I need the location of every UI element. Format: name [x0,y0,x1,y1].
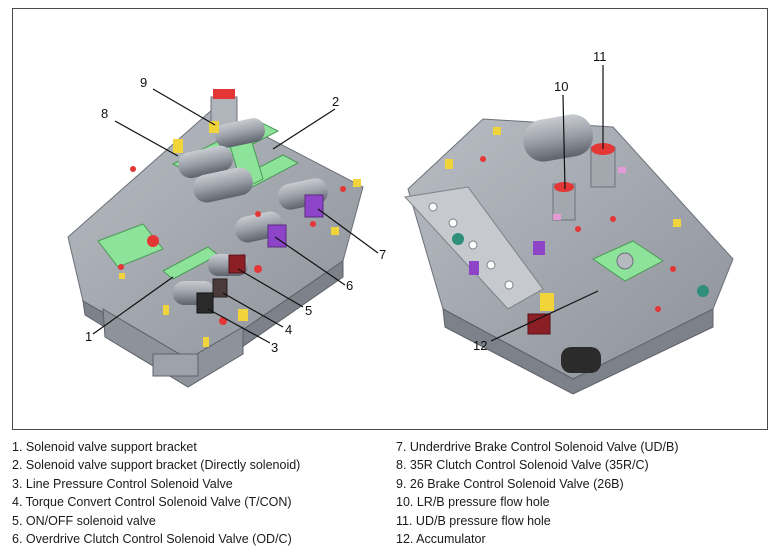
callout-6: 6 [346,278,353,293]
left-valve-body [67,89,364,388]
callout-2: 2 [332,94,339,109]
legend-item-10: 10. LR/B pressure flow hole [396,495,550,510]
leader-lines [92,65,604,344]
legend-item-7: 7. Underdrive Brake Control Solenoid Val… [396,440,679,454]
callout-4: 4 [285,322,292,337]
callout-12: 12 [473,338,487,353]
legend-item-5: 5. ON/OFF solenoid valve [12,513,156,528]
callout-7: 7 [379,247,386,262]
callout-11: 11 [593,49,607,64]
legend-item-8: 8. 35R Clutch Control Solenoid Valve (35… [396,458,649,473]
callout-8: 8 [101,106,108,121]
right-valve-body [404,114,734,395]
legend-right-column: 7. Underdrive Brake Control Solenoid Val… [396,438,679,548]
legend-left-column: 1. Solenoid valve support bracket 2. Sol… [12,438,300,548]
figure-frame: 1 2 3 4 5 6 7 8 9 10 11 12 [12,8,768,430]
legend-item-9: 9. 26 Brake Control Solenoid Valve (26B) [396,476,624,491]
callout-1: 1 [85,329,92,344]
callout-9: 9 [140,75,147,90]
callout-10: 10 [554,79,568,94]
callout-3: 3 [271,340,278,355]
legend-item-4: 4. Torque Convert Control Solenoid Valve… [12,495,292,510]
callout-labels: 1 2 3 4 5 6 7 8 9 10 11 12 [85,49,607,355]
callout-5: 5 [305,303,312,318]
legend-item-3: 3. Line Pressure Control Solenoid Valve [12,476,233,491]
legend-item-1: 1. Solenoid valve support bracket [12,440,197,454]
legend-item-6: 6. Overdrive Clutch Control Solenoid Val… [12,532,292,547]
valve-body-illustration: 1 2 3 4 5 6 7 8 9 10 11 12 [67,49,734,395]
legend-item-2: 2. Solenoid valve support bracket (Direc… [12,458,301,473]
legend-item-11: 11. UD/B pressure flow hole [396,513,551,528]
legend-item-12: 12. Accumulator [396,532,486,547]
solenoid-cylinders [173,118,328,305]
